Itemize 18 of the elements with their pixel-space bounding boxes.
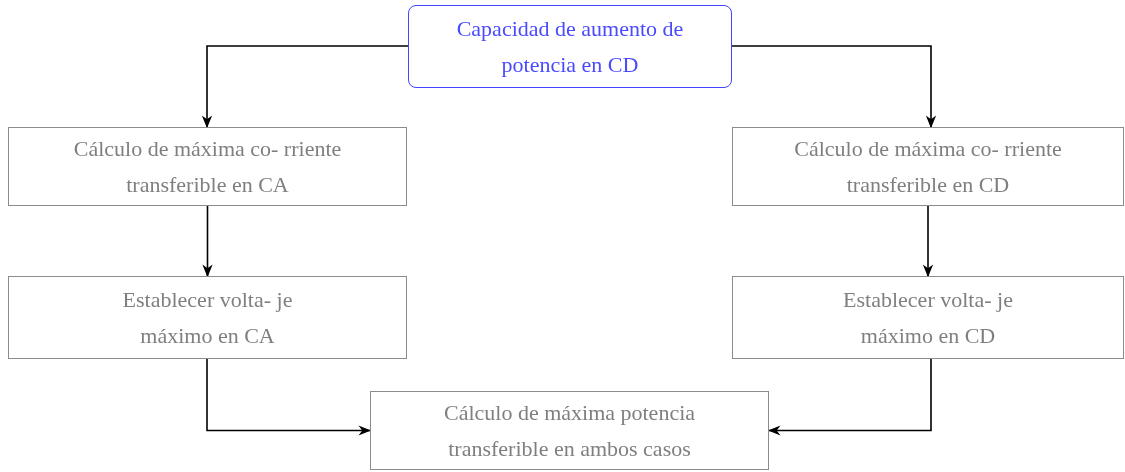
box-label: Cálculo de máxima co- rriente transferible en CD <box>793 134 1063 199</box>
box-label: Establecer volta- je máximo en CA <box>121 285 294 350</box>
arrow <box>202 205 213 278</box>
arrow <box>731 45 937 129</box>
process-box <box>732 276 1124 359</box>
process-box <box>732 127 1124 206</box>
box-label: Establecer volta- je máximo en CD <box>842 285 1014 350</box>
box-label: Capacidad de aumento de potencia en CD <box>455 14 685 79</box>
process-box <box>370 391 769 470</box>
process-box <box>8 276 407 359</box>
arrow <box>206 358 372 436</box>
arrow <box>201 45 409 129</box>
box-label: Cálculo de máxima co- rriente transferible en CA <box>72 134 343 199</box>
box-label: Cálculo de máxima potencia transferible en ambos casos <box>442 398 697 463</box>
arrow <box>767 358 932 436</box>
process-box <box>408 5 732 88</box>
arrow <box>922 205 934 278</box>
process-box <box>8 127 407 206</box>
